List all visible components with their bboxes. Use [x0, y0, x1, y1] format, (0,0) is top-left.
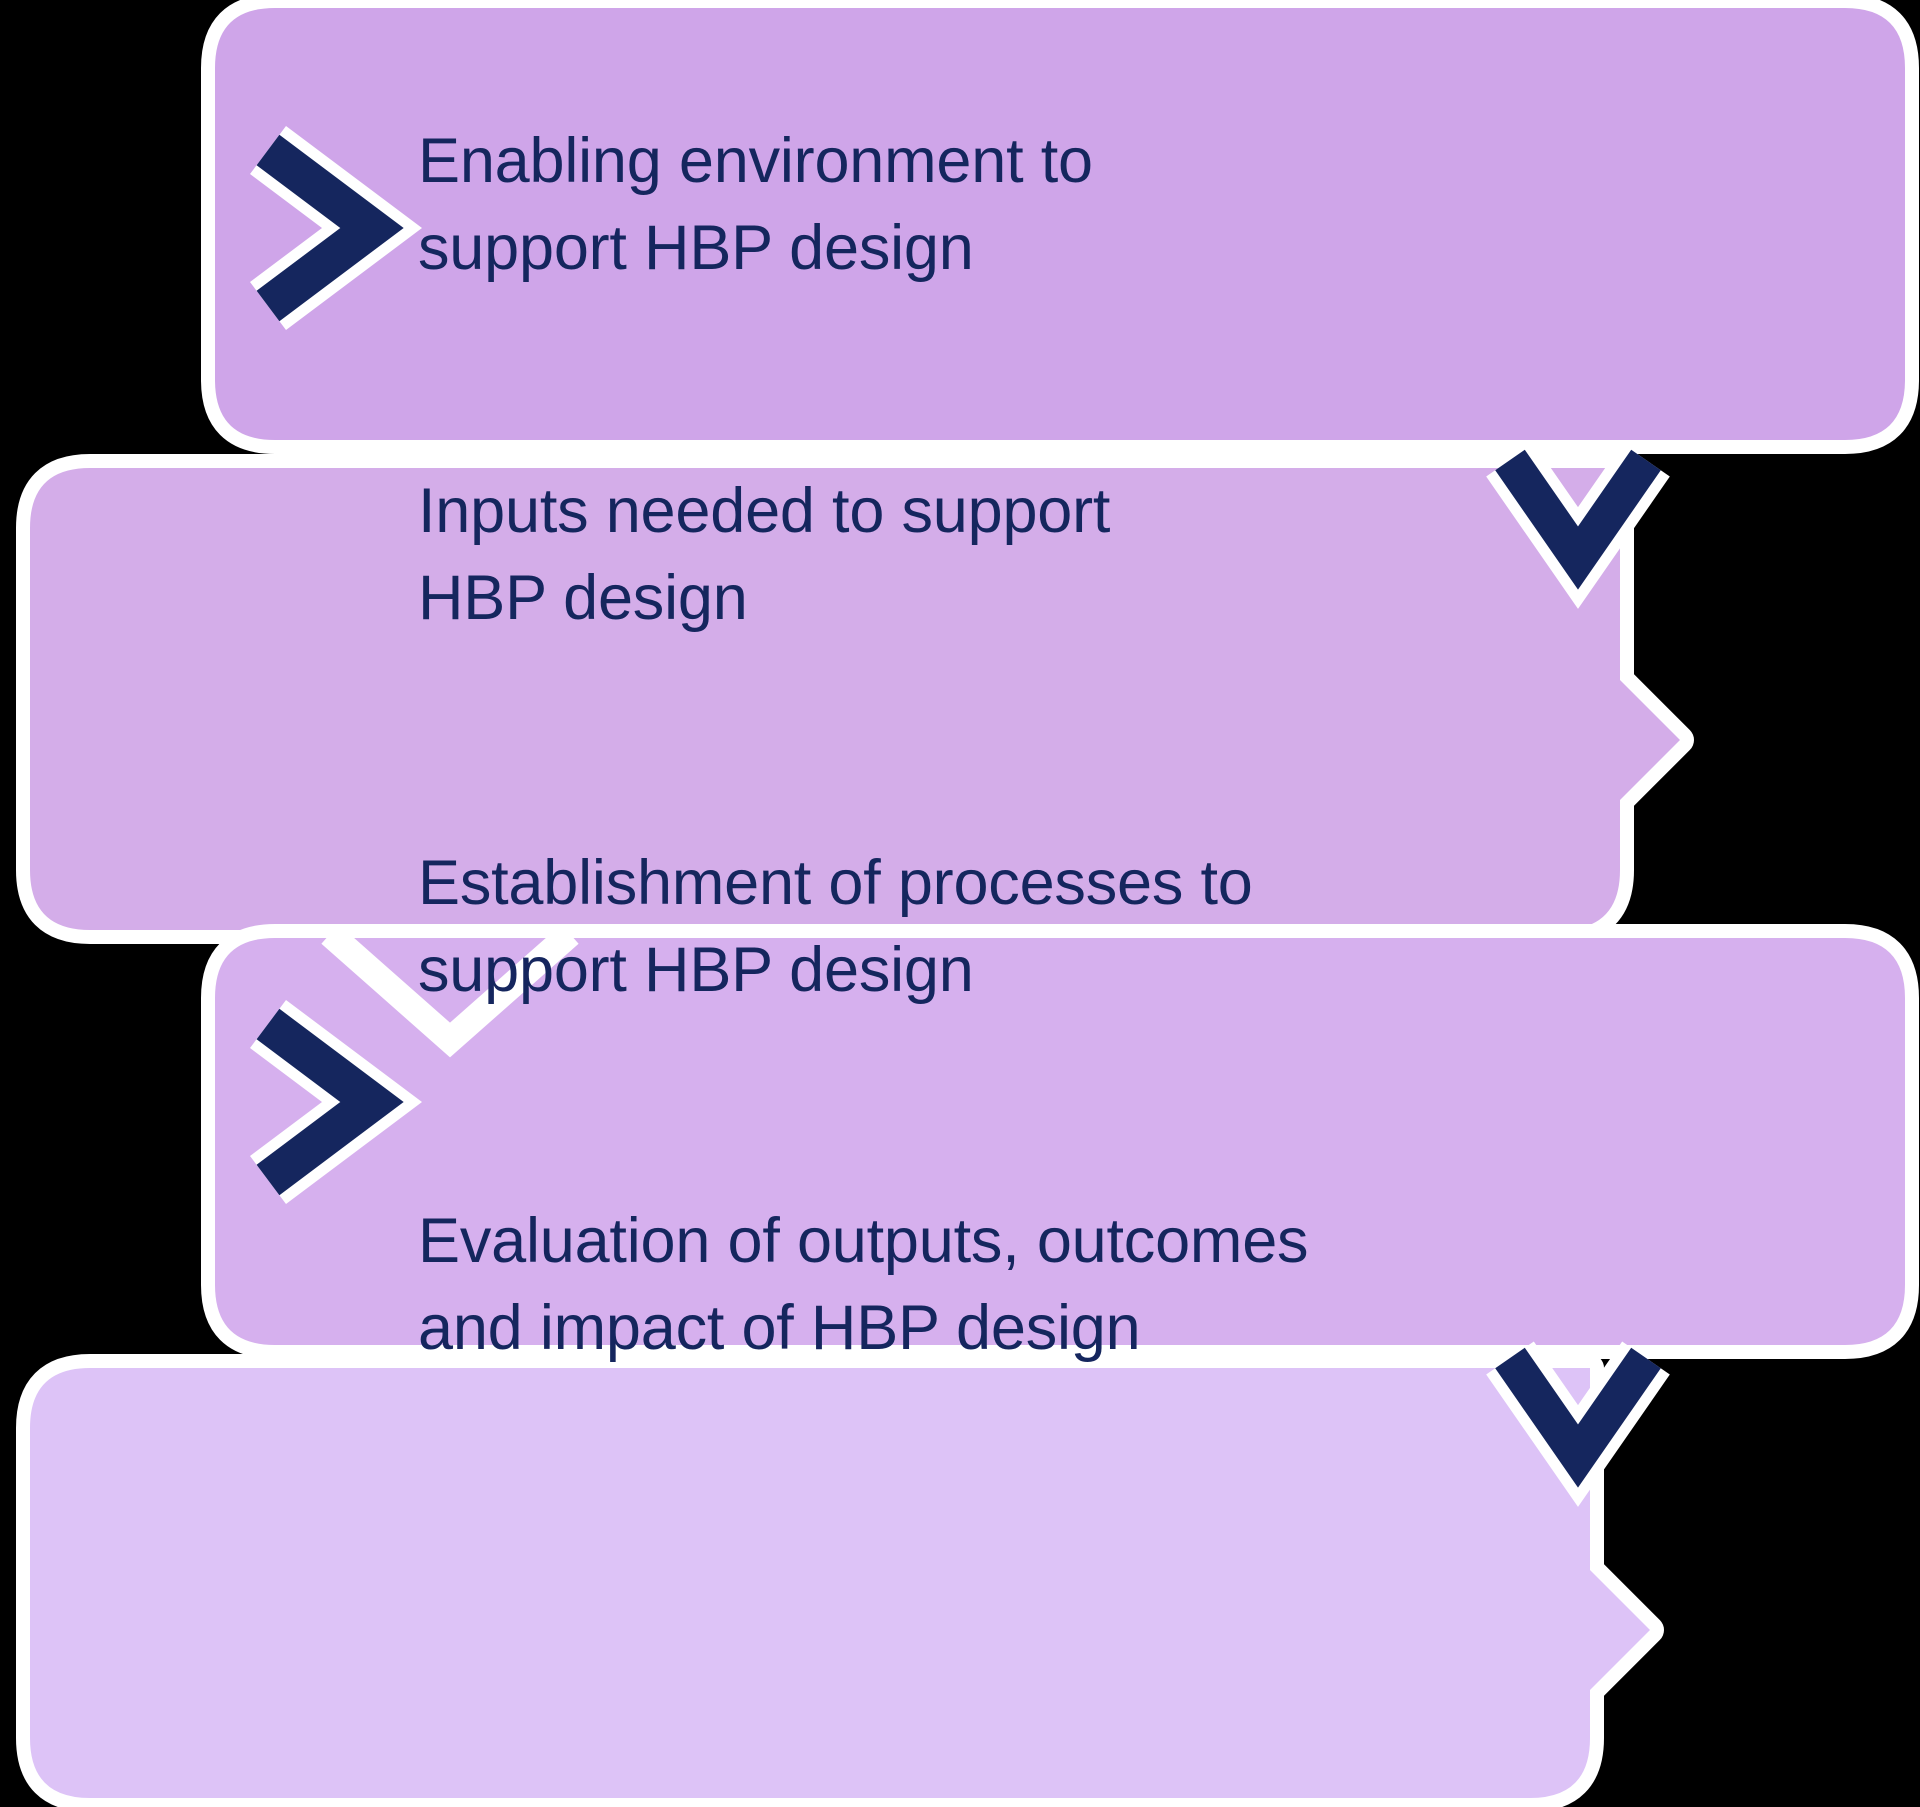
step-3-top-notch	[321, 924, 579, 1058]
chevron-right-icon-step-1	[250, 126, 422, 330]
chevron-down-icon-step-2	[1486, 443, 1670, 609]
process-step-2[interactable]	[16, 454, 1694, 944]
step-3-body[interactable]	[215, 938, 1905, 1345]
step-2-body[interactable]	[30, 468, 1680, 930]
chevron-down-icon-step-4	[1486, 1341, 1670, 1507]
chevron-right-icon-step-3	[250, 1000, 422, 1204]
step-1-body[interactable]	[215, 8, 1905, 440]
process-step-3[interactable]	[201, 924, 1919, 1359]
step-4-body[interactable]	[30, 1368, 1650, 1798]
process-step-1[interactable]	[201, 0, 1919, 454]
process-step-4[interactable]	[16, 1354, 1664, 1807]
